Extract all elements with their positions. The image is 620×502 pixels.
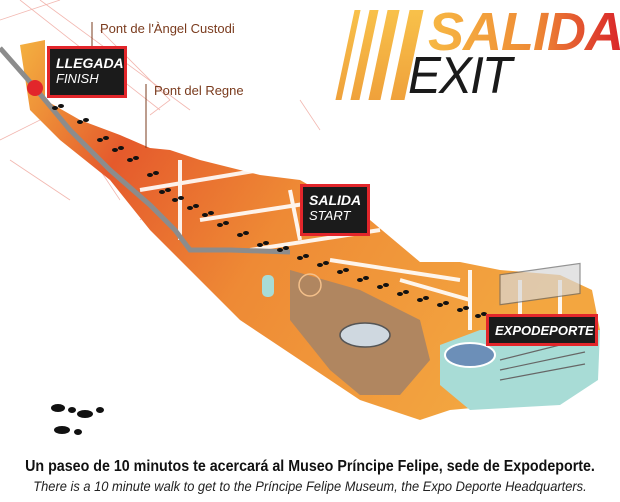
footprint [437,301,449,307]
small-pool [262,275,274,297]
footprint [187,204,199,210]
footprint [357,276,369,282]
arena-building [444,342,496,368]
start-marker[interactable]: SALIDA START [300,184,370,236]
footprint [172,196,184,202]
page-title: SALIDA [428,2,620,62]
finish-point[interactable] [27,80,43,96]
start-sublabel: START [309,208,351,223]
footprint [237,231,249,237]
footprint [297,254,309,260]
hemisferic-grid [298,273,322,297]
start-label: SALIDA [309,192,362,208]
footprint [337,268,349,274]
footprint [475,312,487,318]
footprints-trail [52,104,487,318]
walking-route [0,46,291,255]
footprint [377,283,389,289]
footprint [417,296,429,302]
caption-spanish: Un paseo de 10 minutos te acercará al Mu… [25,458,595,475]
expodeporte-marker[interactable]: EXPODEPORTE [486,314,598,346]
footprint [277,246,289,252]
footprint [52,104,64,110]
bridge-label-angel-custodi: Pont de l'Àngel Custodi [100,21,235,36]
finish-marker[interactable]: LLEGADA FINISH [47,46,127,98]
footprints-icon [51,404,104,435]
footprint [77,118,89,124]
expodeporte-label: EXPODEPORTE [495,323,594,338]
expo-building [499,262,586,381]
footprint [457,306,469,312]
footprint [127,156,139,162]
footprint [159,188,171,194]
streets [139,160,562,330]
footprint [147,171,159,177]
caption-english: There is a 10 minute walk to get to the … [33,478,587,494]
footprint [112,146,124,152]
footprint [397,290,409,296]
footprint [317,261,329,267]
page-subtitle: EXIT [408,47,512,105]
finish-sublabel: FINISH [56,71,99,86]
footprint [202,211,214,217]
footprint [257,241,269,247]
footprint [217,221,229,227]
footprint [97,136,109,142]
museum-building [339,322,391,348]
finish-label: LLEGADA [56,55,124,71]
bridge-label-regne: Pont del Regne [154,83,244,98]
